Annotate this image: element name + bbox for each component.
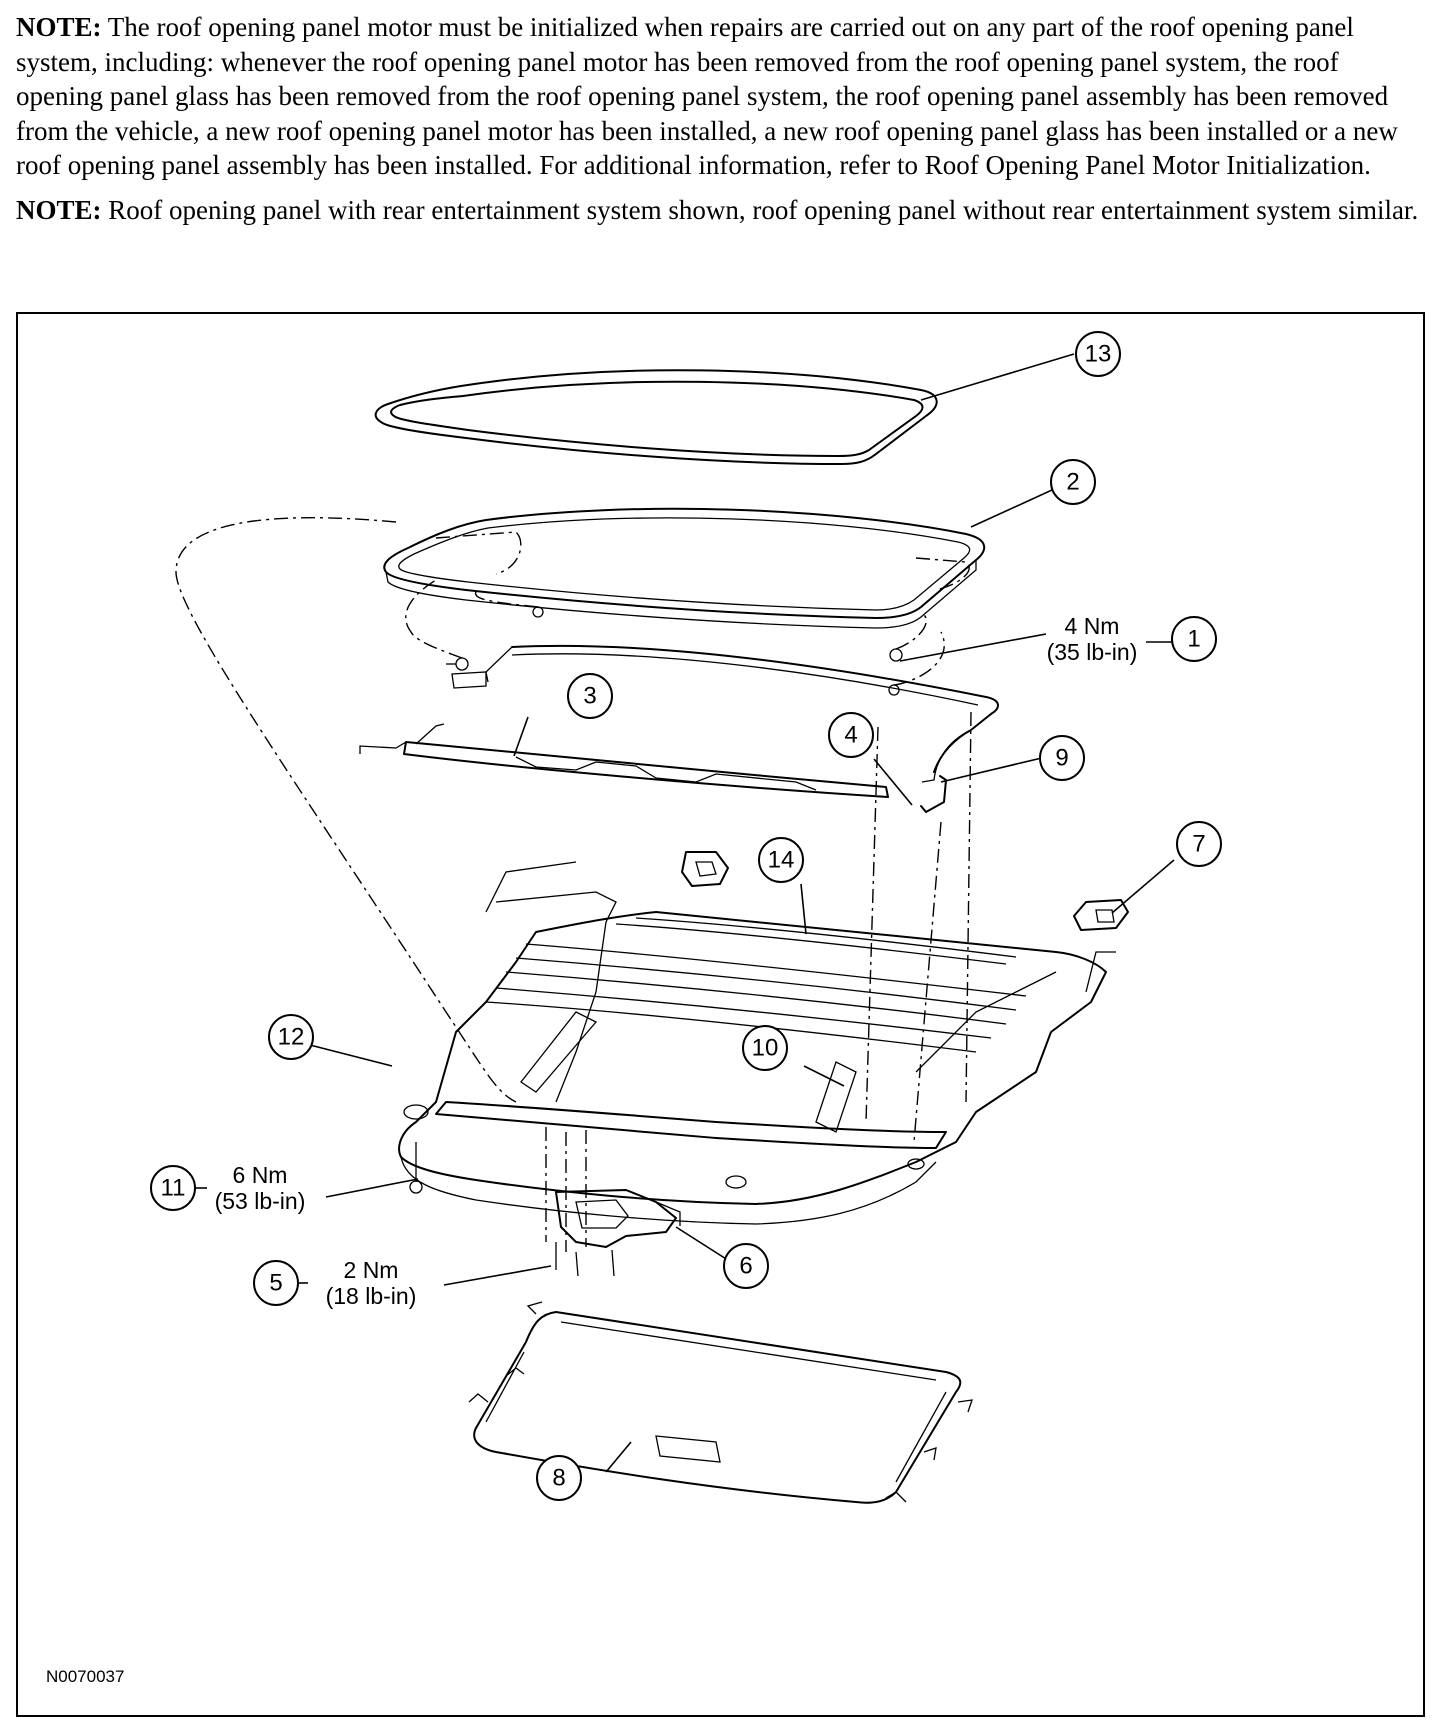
- part-motor-screws: [555, 1242, 615, 1277]
- figure-code: N0070037: [46, 1667, 124, 1686]
- svg-text:13: 13: [1085, 341, 1112, 368]
- callout-1: 1: [1171, 616, 1217, 662]
- torque-label-1: 4 Nm (35 lb-in): [1047, 613, 1138, 665]
- callout-11: 11: [150, 1165, 196, 1211]
- alignment-lines: [175, 516, 972, 1143]
- torque-label-5: 2 Nm (18 lb-in): [326, 1257, 417, 1309]
- torque-nm: 4 Nm: [1065, 613, 1120, 639]
- callout-9: 9: [1039, 735, 1085, 781]
- callout-8: 8: [536, 1455, 582, 1501]
- note-prefix: NOTE:: [16, 194, 102, 225]
- diagram-frame: [16, 312, 1425, 1717]
- svg-text:11: 11: [161, 1175, 186, 1202]
- part-side-link: [920, 775, 947, 813]
- svg-text:7: 7: [1192, 831, 1205, 858]
- svg-text:5: 5: [269, 1270, 282, 1297]
- torque-lbin: (35 lb-in): [1047, 639, 1138, 665]
- torque-label-11: 6 Nm (53 lb-in): [215, 1162, 306, 1214]
- torque-lbin: (18 lb-in): [326, 1283, 417, 1309]
- part-wind-deflector: [359, 723, 889, 798]
- callout-6: 6: [723, 1243, 769, 1289]
- svg-text:14: 14: [768, 847, 795, 874]
- svg-text:3: 3: [583, 683, 596, 710]
- part-drain-clip: [681, 851, 1129, 931]
- part-frame-bolt: [409, 1142, 423, 1194]
- torque-nm: 2 Nm: [344, 1257, 399, 1283]
- part-motor: [545, 1127, 681, 1252]
- svg-text:12: 12: [278, 1024, 305, 1051]
- callout-12: 12: [268, 1014, 314, 1060]
- svg-text:1: 1: [1187, 626, 1200, 653]
- exploded-view-diagram: 13 2 1 3 4 9 7 14 12 10 11 6 5 8 4 Nm (3…: [16, 312, 1425, 1717]
- callout-13: 13: [1075, 331, 1121, 377]
- part-glass-panel: [383, 507, 986, 629]
- callout-10: 10: [742, 1025, 788, 1071]
- torque-lbin: (53 lb-in): [215, 1188, 306, 1214]
- part-sunshade: [468, 1301, 973, 1504]
- note-prefix: NOTE:: [16, 12, 102, 42]
- part-glass-seal: [374, 369, 938, 465]
- callout-4: 4: [828, 712, 874, 758]
- callout-5: 5: [253, 1260, 299, 1306]
- callout-7: 7: [1176, 821, 1222, 867]
- callout-2: 2: [1050, 459, 1096, 505]
- svg-text:4: 4: [844, 722, 857, 749]
- svg-text:9: 9: [1055, 745, 1068, 772]
- callout-3: 3: [567, 673, 613, 719]
- svg-text:8: 8: [552, 1465, 565, 1492]
- torque-nm: 6 Nm: [233, 1162, 288, 1188]
- part-main-frame: [398, 861, 1116, 1225]
- svg-text:10: 10: [752, 1035, 779, 1062]
- svg-text:6: 6: [739, 1253, 752, 1280]
- note-rear-entertainment: NOTE: Roof opening panel with rear enter…: [16, 193, 1421, 228]
- part-bolts-glass: [405, 579, 945, 696]
- note-text: Roof opening panel with rear entertainme…: [101, 194, 1419, 225]
- note-motor-initialization: NOTE: The roof opening panel motor must …: [16, 10, 1421, 183]
- leader-lines: [196, 353, 1175, 1473]
- notes: NOTE: The roof opening panel motor must …: [16, 10, 1421, 237]
- callout-14: 14: [758, 837, 804, 883]
- svg-text:2: 2: [1066, 469, 1079, 496]
- part-front-frame: [451, 644, 999, 783]
- note-text: The roof opening panel motor must be ini…: [16, 12, 1398, 180]
